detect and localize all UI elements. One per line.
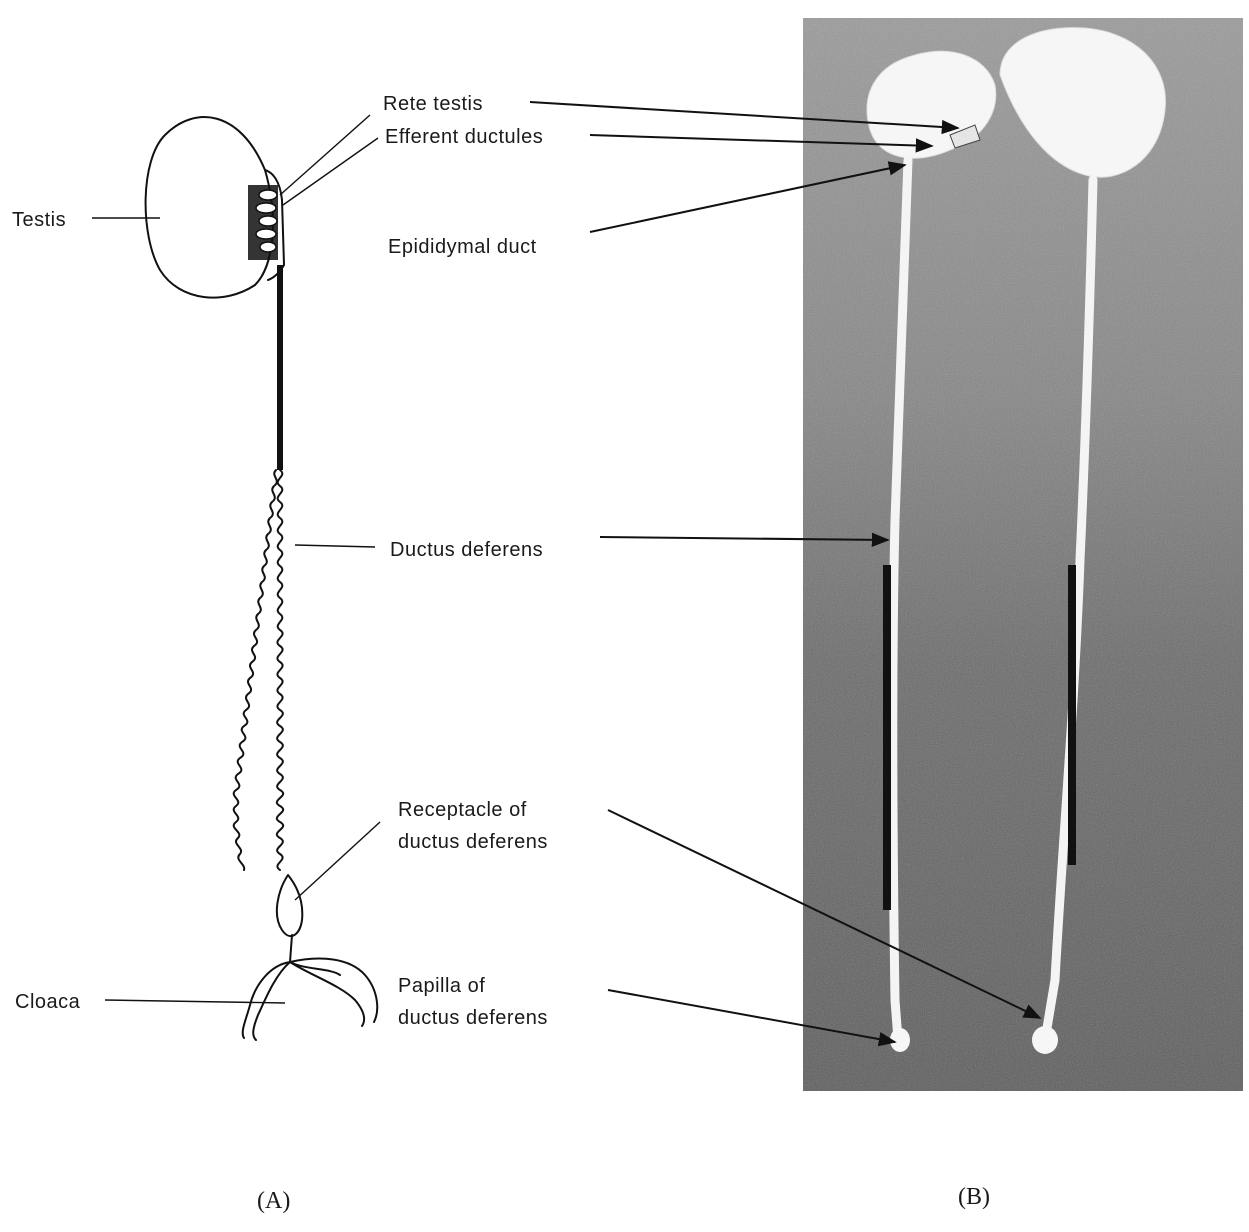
label-testis: Testis — [12, 209, 66, 231]
cloaca-shape — [243, 958, 378, 1040]
label-ductus-deferens: Ductus deferens — [390, 539, 543, 561]
epididymis-coils — [248, 170, 284, 280]
label-epididymal-duct: Epididymal duct — [388, 236, 537, 258]
label-rete-testis: Rete testis — [383, 93, 483, 115]
right-papilla-photo — [1032, 1026, 1058, 1054]
label-efferent-ductules: Efferent ductules — [385, 126, 543, 148]
diagram-labels: Testis Rete testis Efferent ductules Epi… — [12, 93, 548, 1029]
left-papilla-photo — [890, 1028, 910, 1052]
panel-label-a: (A) — [257, 1188, 290, 1214]
label-papilla-line1: Papilla of — [398, 975, 485, 997]
receptacle-shape — [277, 875, 302, 936]
panel-b-photograph — [803, 18, 1243, 1091]
label-papilla-line2: ductus deferens — [398, 1007, 548, 1029]
label-cloaca: Cloaca — [15, 991, 81, 1013]
label-receptacle-line1: Receptacle of — [398, 799, 527, 821]
panel-label-b: (B) — [958, 1184, 990, 1210]
label-receptacle-line2: ductus deferens — [398, 831, 548, 853]
panel-a-drawing — [92, 115, 380, 1040]
coiled-ductus-deferens — [277, 470, 283, 870]
